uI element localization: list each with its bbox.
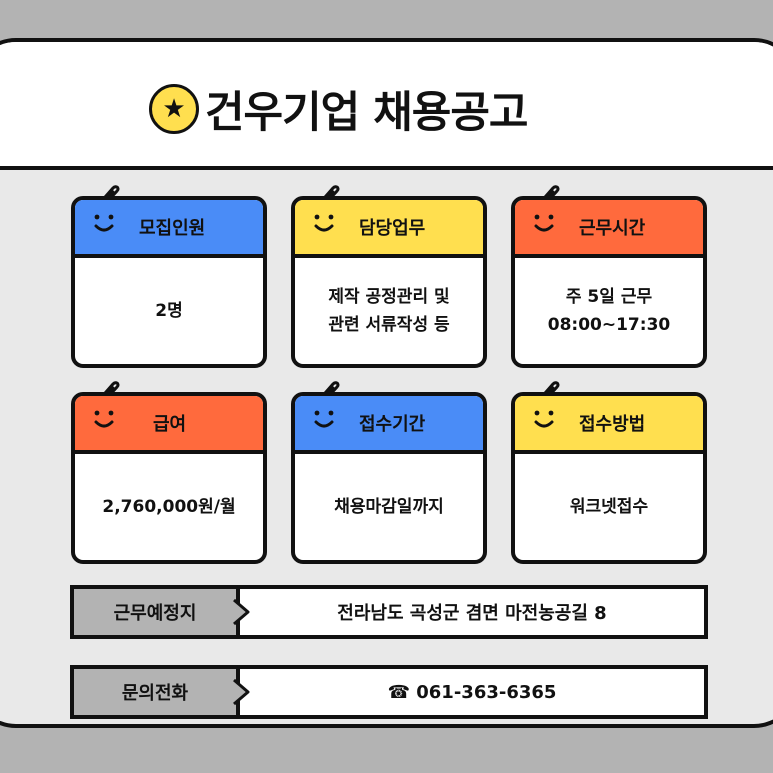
info-bar-phone: 문의전화 ☎ 061-363-6365 [70, 665, 708, 719]
card-recruit-count: 모집인원 2명 [71, 185, 267, 368]
card-header: 담당업무 [295, 200, 483, 258]
card-header: 급여 [75, 396, 263, 454]
card-salary: 급여 2,760,000원/월 [71, 381, 267, 564]
smiley-icon [94, 214, 114, 232]
smiley-icon [314, 214, 334, 232]
smiley-icon [314, 410, 334, 428]
card-label: 모집인원 [139, 218, 206, 239]
card-application-method: 접수방법 워크넷접수 [511, 381, 707, 564]
page-title: 건우기업 채용공고 [205, 88, 528, 138]
card-label: 접수방법 [579, 414, 646, 435]
card-duties: 담당업무 제작 공정관리 및 관련 서류작성 등 [291, 185, 487, 368]
card-value: 2명 [155, 301, 183, 321]
card-work-hours: 근무시간 주 5일 근무 08:00~17:30 [511, 185, 707, 368]
info-label: 근무예정지 [74, 589, 250, 635]
card-value: 워크넷접수 [569, 497, 649, 517]
info-value: 전라남도 곡성군 겸면 마전농공길 8 [337, 603, 607, 624]
smiley-icon [534, 410, 554, 428]
header: ★ 건우기업 채용공고 [0, 42, 773, 170]
card-label: 근무시간 [579, 218, 646, 239]
card-value: 주 5일 근무 08:00~17:30 [547, 287, 671, 335]
info-value: ☎ 061-363-6365 [387, 681, 557, 703]
info-label-text: 문의전화 [121, 683, 189, 704]
chevron-right-icon [233, 678, 250, 706]
info-label-text: 근무예정지 [113, 603, 197, 624]
card-header: 접수방법 [515, 396, 703, 454]
card-label: 접수기간 [359, 414, 426, 435]
card-header: 모집인원 [75, 200, 263, 258]
info-bar-location: 근무예정지 전라남도 곡성군 겸면 마전농공길 8 [70, 585, 708, 639]
card-header: 접수기간 [295, 396, 483, 454]
card-application-period: 접수기간 채용마감일까지 [291, 381, 487, 564]
card-value: 2,760,000원/월 [102, 497, 236, 517]
card-header: 근무시간 [515, 200, 703, 258]
chevron-right-icon [233, 598, 250, 626]
card-label: 급여 [153, 414, 187, 435]
info-label: 문의전화 [74, 669, 250, 715]
card-label: 담당업무 [359, 218, 426, 239]
poster: ★ 건우기업 채용공고 모집인원 2명 담당업무 제작 공정관리 및 관련 서류… [0, 38, 773, 728]
title-row: ★ 건우기업 채용공고 [149, 78, 528, 140]
card-value: 제작 공정관리 및 관련 서류작성 등 [328, 287, 450, 335]
smiley-icon [534, 214, 554, 232]
star-icon: ★ [149, 84, 199, 134]
smiley-icon [94, 410, 114, 428]
card-value: 채용마감일까지 [334, 497, 444, 517]
